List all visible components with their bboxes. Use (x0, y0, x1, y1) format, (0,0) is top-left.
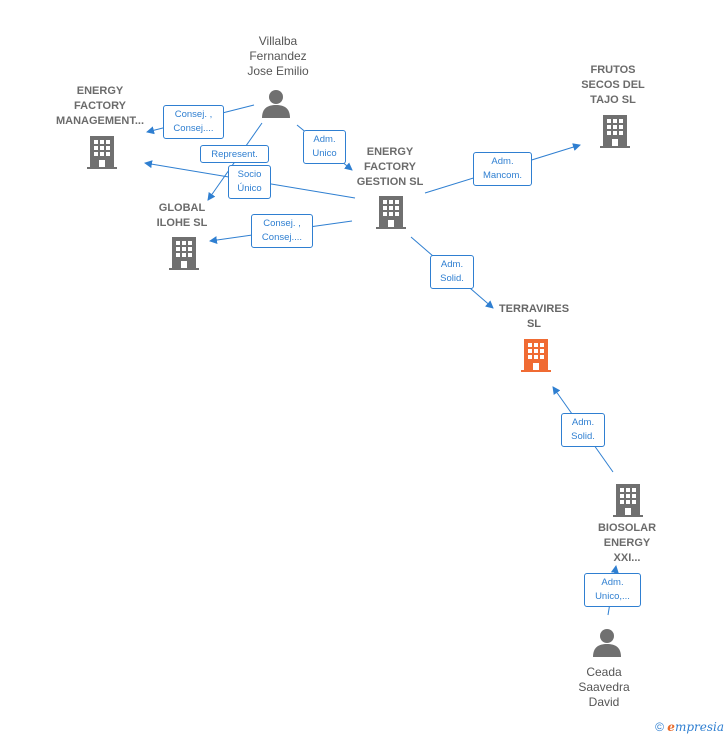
edge-label-adm-solid-biosolar[interactable]: Adm. Solid. (561, 413, 605, 447)
node-villalba-label[interactable]: Villalba Fernandez Jose Emilio (247, 34, 309, 78)
edge-label-adm-mancom[interactable]: Adm. Mancom. (473, 152, 532, 186)
building-icon (613, 484, 643, 517)
node-global-ilohe-label[interactable]: GLOBAL ILOHE SL (156, 202, 208, 229)
person-icon (262, 90, 290, 118)
edge-label-adm-unico-gestion[interactable]: Adm. Unico (303, 130, 346, 164)
footer-brand: © empresia (655, 720, 724, 734)
edge-label-socio-unico[interactable]: Socio Único (228, 165, 271, 199)
edge-label-represent[interactable]: Represent. (200, 145, 269, 163)
node-ceada-label[interactable]: Ceada Saavedra David (578, 665, 630, 709)
edge-label-adm-unico-ceada[interactable]: Adm. Unico,... (584, 573, 641, 607)
building-icon (169, 237, 199, 270)
brand-name: mpresia (674, 720, 724, 734)
building-icon (600, 115, 630, 148)
node-frutos-label[interactable]: FRUTOS SECOS DEL TAJO SL (581, 64, 645, 106)
brand-e-letter: e (667, 720, 675, 734)
node-biosolar-label[interactable]: BIOSOLAR ENERGY XXI... (597, 522, 657, 564)
node-energy-management-label[interactable]: ENERGY FACTORY MANAGEMENT... (56, 85, 144, 127)
copyright-symbol: © (655, 720, 664, 734)
building-icon (87, 136, 117, 169)
building-icon (521, 339, 551, 372)
person-icon (593, 629, 621, 657)
building-icon (376, 196, 406, 229)
edge-label-consej-global[interactable]: Consej. , Consej.... (251, 214, 313, 248)
node-terravires-label[interactable]: TERRAVIRES SL (498, 303, 570, 330)
node-energy-gestion-label[interactable]: ENERGY FACTORY GESTION SL (356, 146, 424, 188)
edge-label-consej-management[interactable]: Consej. , Consej.... (163, 105, 224, 139)
edge-label-adm-solid-gestion[interactable]: Adm. Solid. (430, 255, 474, 289)
